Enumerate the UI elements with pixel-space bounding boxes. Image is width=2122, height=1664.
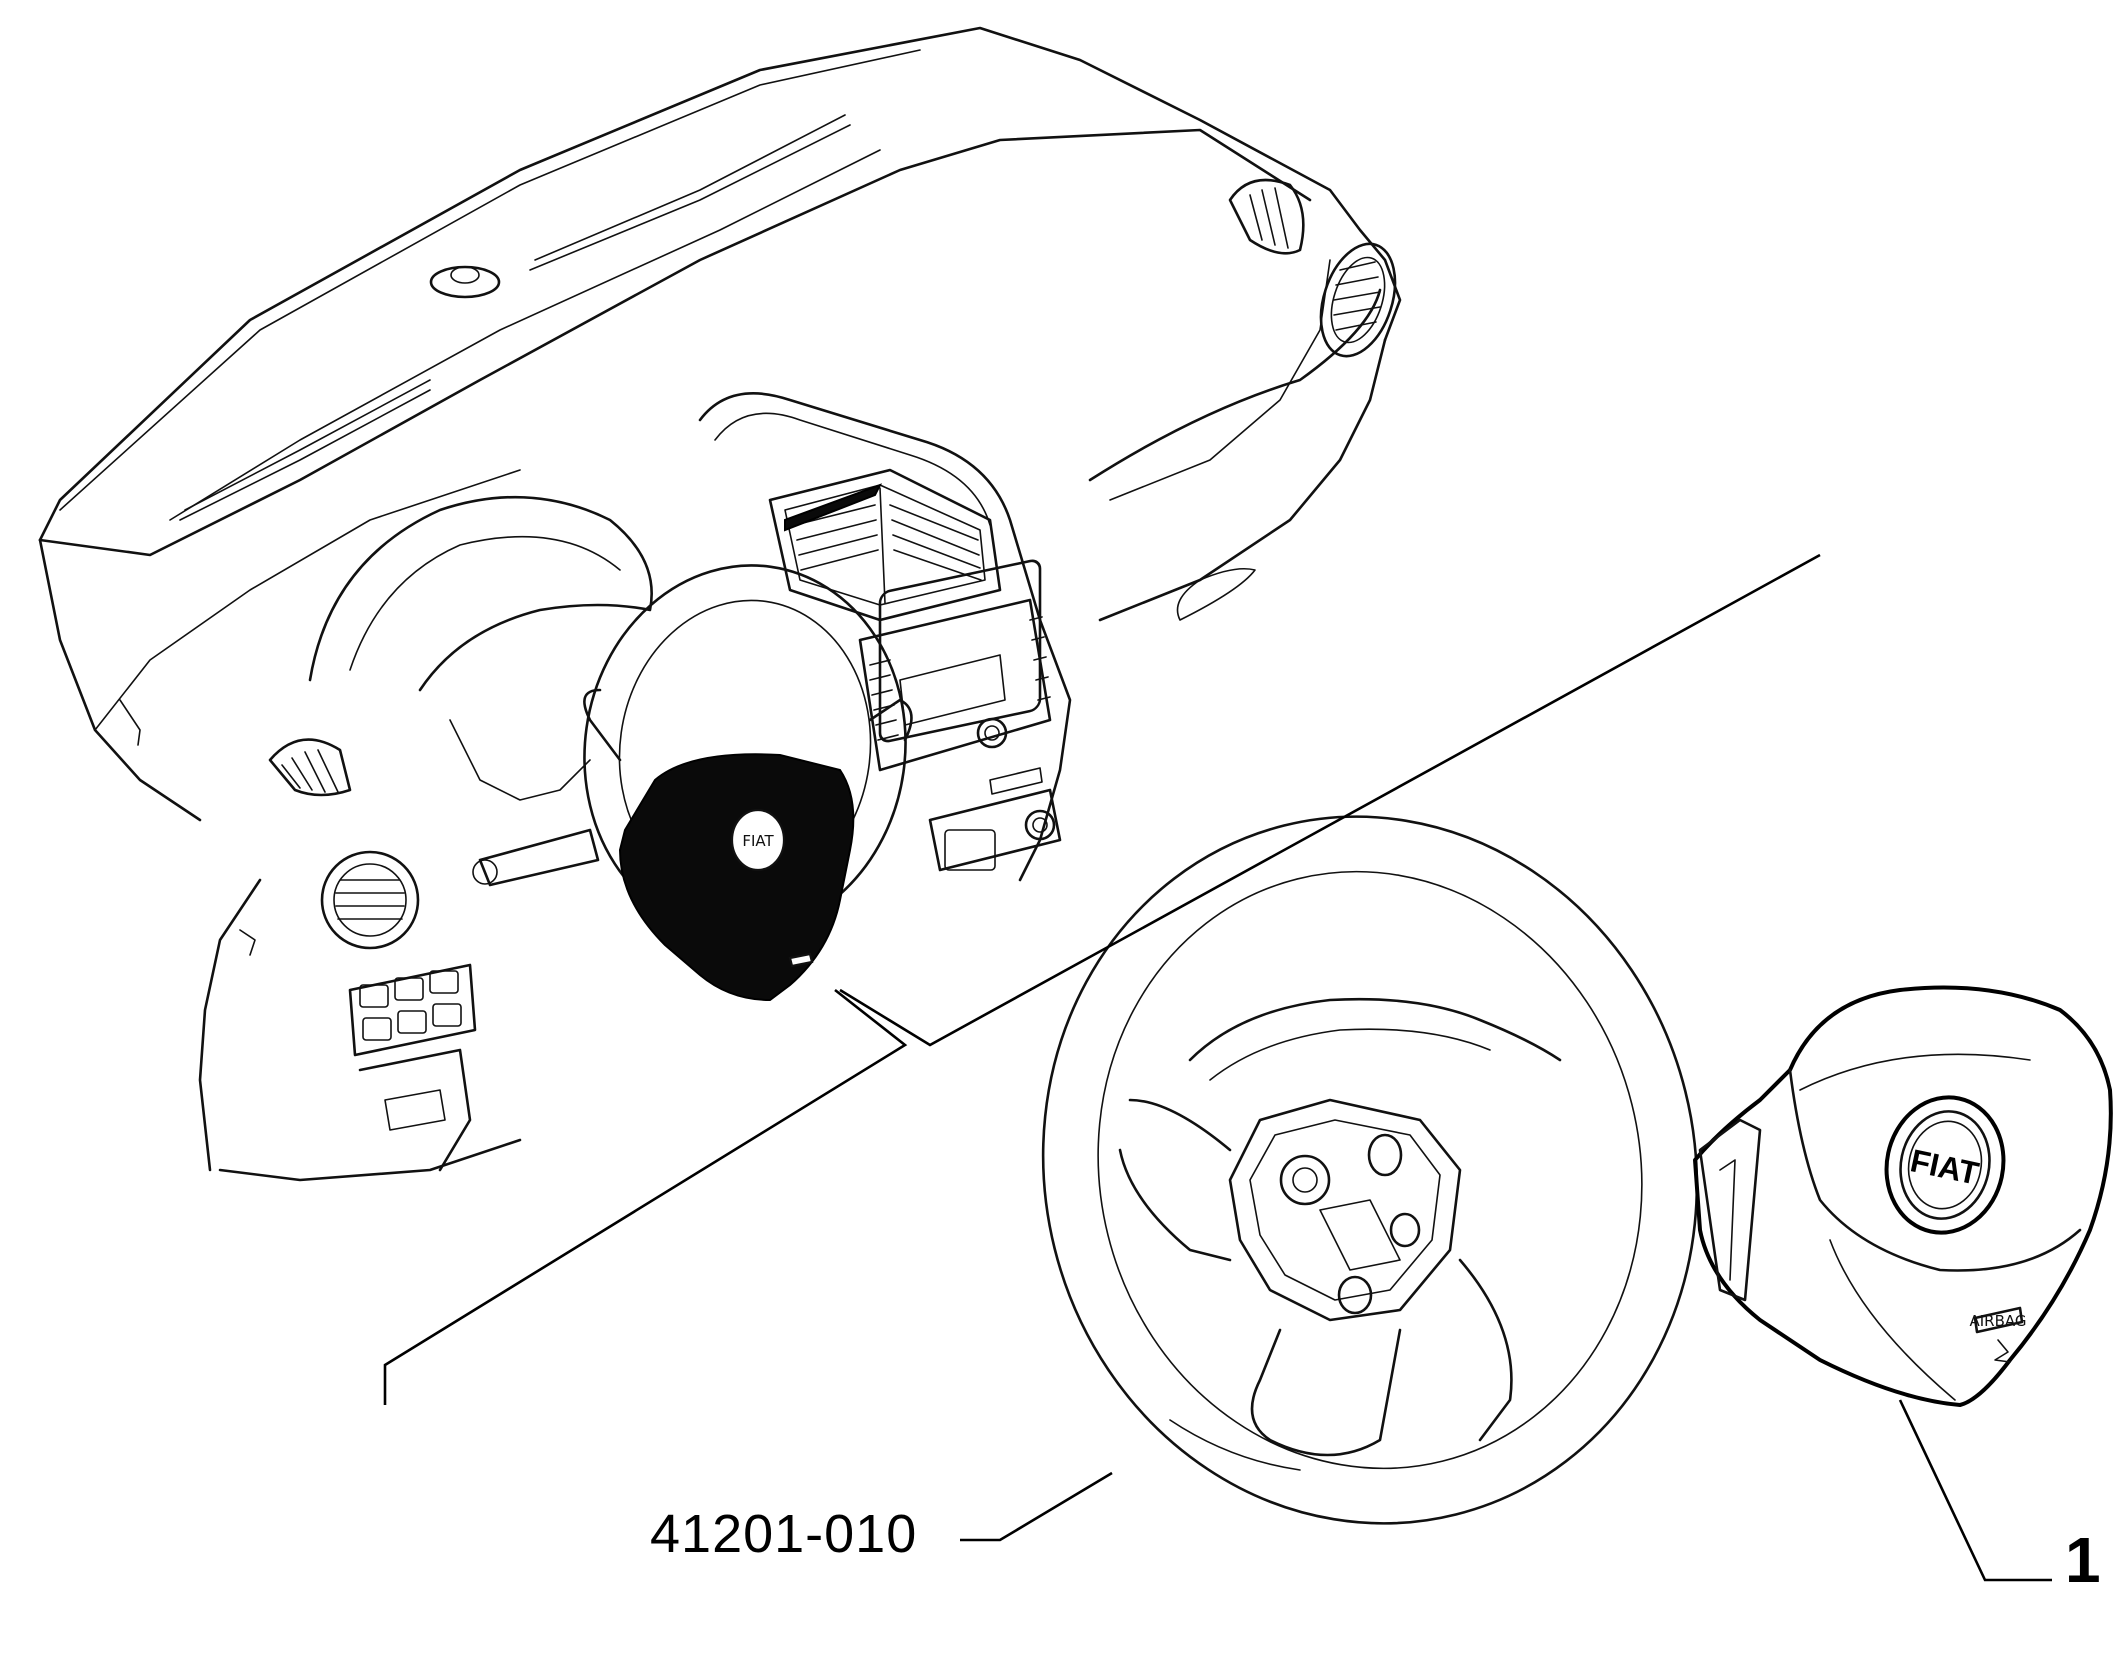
leader-item-1 [1898,1399,2052,1582]
left-upper-vent [268,738,352,797]
light-switch-panel [348,963,477,1172]
left-round-vent [320,850,420,950]
center-console [698,392,1072,882]
installed-airbag-badge [788,952,814,968]
installed-airbag-module: FIAT [618,753,855,1002]
explode-line-airbag [383,988,908,1405]
explode-line-wheel [839,553,1821,1047]
steering-wheel-41201-010 [1041,815,1699,1525]
part-code-label: 41201-010 [650,1504,917,1564]
airbag-label-tag: AIRBAG [1969,1306,2027,1363]
upper-right-vent [1228,178,1305,255]
instrument-cluster-hood [308,495,653,801]
dashboard-assembly: FIAT [38,26,1402,1182]
airbag-tag-text: AIRBAG [1969,1312,2026,1330]
leader-part-code [960,1471,1113,1542]
installed-airbag-logo: FIAT [742,832,774,850]
leader-lines [383,553,2052,1582]
fiat-logo-badge: FIAT [1884,1095,2006,1235]
airbag-module-item-1: FIAT AIRBAG [1693,985,2113,1407]
item-number-label: 1 [2065,1524,2101,1596]
sensor-dome [429,265,501,299]
airbag-logo-text: FIAT [1907,1142,1982,1192]
right-air-vent [1319,242,1397,358]
